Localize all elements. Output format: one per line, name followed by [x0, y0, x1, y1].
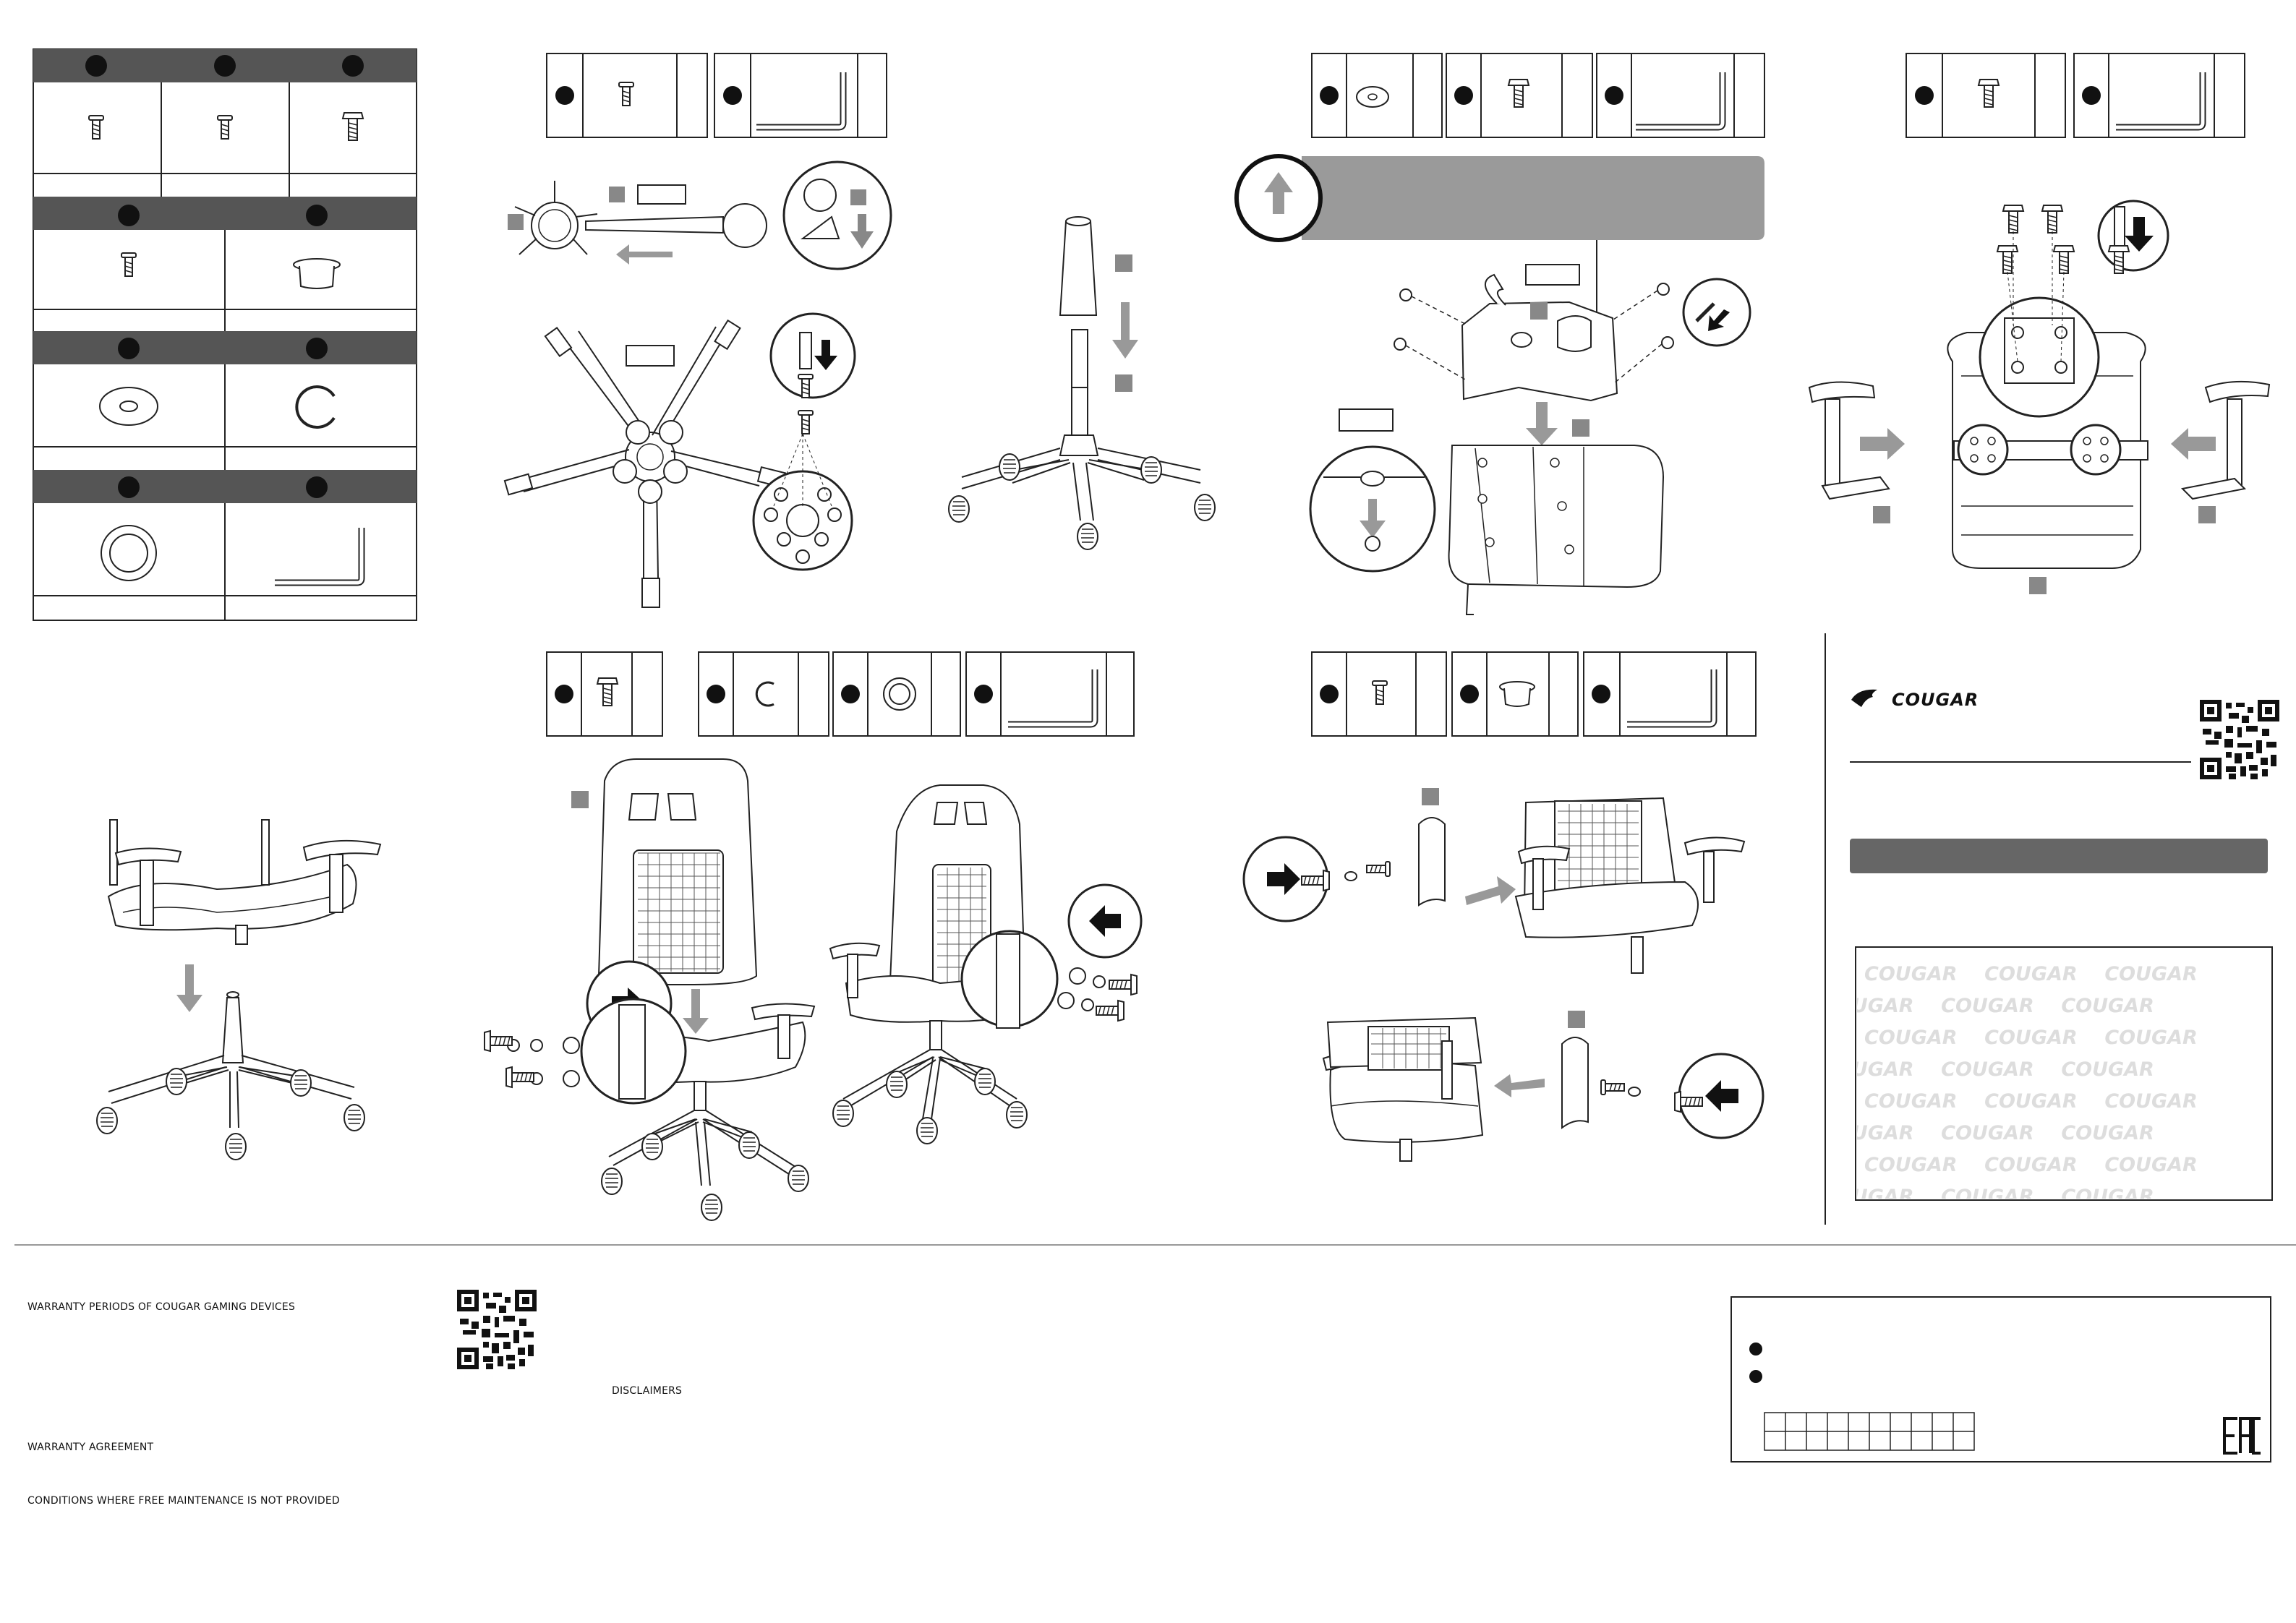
warranty-periods-heading: WARRANTY PERIODS OF COUGAR GAMING DEVICE…	[27, 1301, 296, 1313]
parts-list	[33, 48, 417, 621]
disclaimers-heading: DISCLAIMERS	[612, 1385, 683, 1397]
step-7	[1242, 651, 1764, 1162]
eac-mark-icon	[2223, 1417, 2261, 1455]
washer-icon	[99, 387, 158, 426]
cougar-logo-text: COUGAR	[1892, 690, 1979, 710]
qr-code-icon	[457, 1290, 537, 1369]
conditions-heading: CONDITIONS WHERE FREE MAINTENANCE IS NOT…	[27, 1495, 340, 1507]
step-3	[1234, 53, 1765, 615]
qr-code-icon	[2200, 700, 2279, 779]
step-4	[1808, 53, 2271, 594]
brand-panel	[1850, 689, 2279, 1201]
cougar-logo	[1851, 689, 1877, 707]
warranty-agreement-heading: WARRANTY AGREEMENT	[27, 1442, 154, 1453]
split-washer-icon	[295, 385, 336, 429]
arrow-icon	[616, 244, 673, 265]
flat-washer-icon	[101, 525, 157, 581]
cougar-watermark-panel: COUGAR COUGAR COUGAR COUGAR COUGAR COUGA…	[1857, 963, 2198, 1199]
certification-box	[1730, 1296, 2271, 1463]
step-5	[96, 819, 382, 1160]
cap-plug-icon	[293, 258, 341, 289]
step-6	[484, 651, 1143, 1221]
step-1	[503, 53, 892, 608]
step-2	[948, 216, 1216, 550]
